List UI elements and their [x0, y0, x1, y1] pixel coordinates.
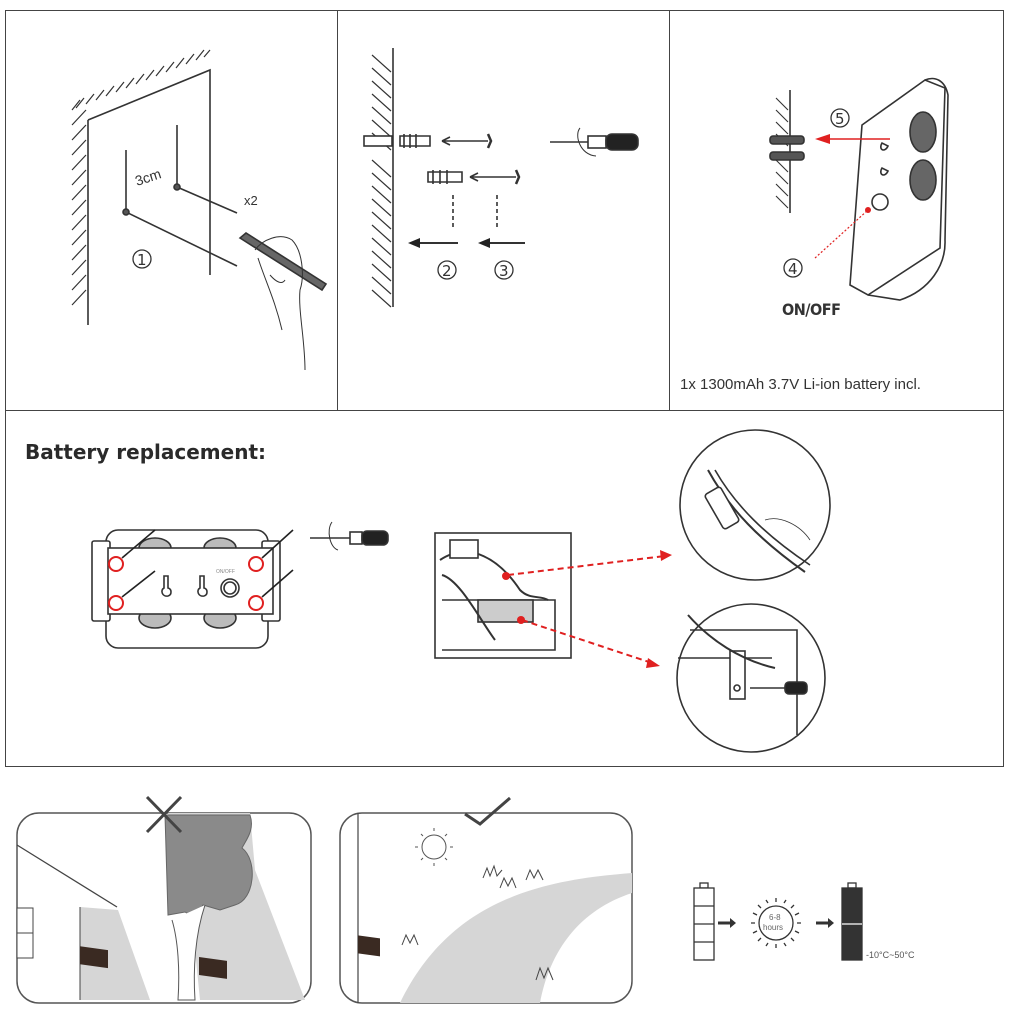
opened-device-icon — [434, 532, 572, 659]
screw-pointer-arrows — [121, 529, 294, 598]
wall-plug-icon-2 — [427, 170, 463, 184]
distance-label: 3cm — [133, 165, 163, 188]
wall-plug-icon — [399, 134, 431, 148]
step1-number: 1 — [137, 251, 147, 269]
wrong-placement-scene — [16, 812, 312, 1004]
solar-light-device — [849, 77, 949, 301]
count-label: x2 — [244, 193, 258, 208]
step2-number: 2 — [442, 262, 452, 280]
mounted-screws-icon — [769, 135, 805, 161]
device-back-icon — [91, 529, 281, 649]
screwdriver-icon — [550, 127, 639, 157]
screw-markers — [108, 556, 264, 611]
screw-detail — [678, 614, 808, 735]
step5-number: 5 — [835, 110, 845, 128]
drill-point-left — [122, 208, 130, 216]
battery-note: 1x 1300mAh 3.7V Li-ion battery incl. — [680, 376, 921, 393]
drilled-hole — [363, 135, 393, 147]
sun-icon — [415, 828, 453, 866]
connector-detail — [704, 469, 811, 573]
sun-icon — [751, 898, 801, 948]
step5-number-circle — [830, 108, 850, 128]
sun-hours-bottom: hours — [763, 923, 783, 932]
hand-icon — [254, 236, 306, 371]
drill-point-right — [173, 183, 181, 191]
device-switch-label: ON/OFF — [216, 569, 235, 575]
step2-number-circle — [437, 260, 457, 280]
connector-detail-circle — [679, 429, 831, 581]
charging-diagram — [693, 882, 863, 961]
screw-icon-2 — [469, 169, 521, 185]
grass-icons — [401, 864, 554, 981]
step1-number-circle — [132, 249, 152, 269]
solar-panel-icon-3 — [358, 935, 380, 957]
screw-icon — [441, 133, 493, 149]
right-mark-icon — [464, 796, 511, 826]
right-placement-scene — [339, 812, 633, 1004]
wrong-mark-icon — [145, 795, 183, 834]
temperature-range: -10°C~50°C — [866, 950, 915, 960]
screw-detail-circle — [676, 603, 826, 753]
on-off-label: ON/OFF — [782, 300, 841, 319]
wall-hatch — [71, 49, 211, 306]
solar-panel-icon — [80, 946, 108, 969]
solar-panel-icon-2 — [199, 956, 227, 979]
switch-button-icon — [220, 578, 240, 598]
step4-number: 4 — [788, 260, 798, 278]
detail-pointer-arrows — [507, 555, 666, 664]
step4-number-circle — [783, 258, 803, 278]
screwdriver-icon — [310, 521, 389, 551]
step3-number: 3 — [499, 262, 509, 280]
empty-battery-icon — [693, 882, 715, 961]
step3-number-circle — [494, 260, 514, 280]
battery-replacement-title: Battery replacement: — [25, 440, 267, 464]
pencil-icon — [238, 232, 328, 292]
sun-hours-top: 6-8 — [769, 913, 781, 922]
full-battery-icon — [841, 882, 863, 961]
wall-outline — [87, 68, 211, 325]
level-line-lower — [125, 211, 238, 267]
level-line-upper — [176, 186, 238, 214]
step1-panel — [5, 10, 339, 412]
